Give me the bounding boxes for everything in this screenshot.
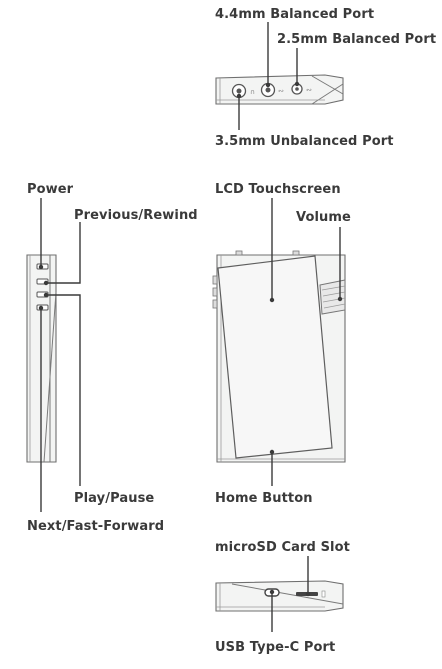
label-microsd-card-slot: microSD Card Slot — [215, 540, 350, 555]
side-leader-lines — [38, 198, 81, 512]
label-previous-rewind: Previous/Rewind — [74, 208, 198, 223]
svg-text:∩: ∩ — [250, 88, 255, 96]
svg-text:∾: ∾ — [306, 86, 312, 94]
label-2-5mm-balanced-port: 2.5mm Balanced Port — [277, 32, 436, 47]
front-leader-lines — [269, 198, 343, 486]
player-front-view-icon — [212, 250, 346, 463]
label-home-button: Home Button — [215, 491, 313, 506]
top-leader-lines — [236, 22, 300, 130]
bottom-leader-lines — [269, 556, 311, 632]
label-4-4mm-balanced-port: 4.4mm Balanced Port — [215, 7, 374, 22]
label-usb-type-c-port: USB Type-C Port — [215, 640, 335, 655]
svg-text:∾: ∾ — [278, 87, 284, 95]
label-play-pause: Play/Pause — [74, 491, 154, 506]
label-lcd-touchscreen: LCD Touchscreen — [215, 182, 341, 197]
label-next-fast-forward: Next/Fast-Forward — [27, 519, 164, 534]
player-bottom-view-icon — [215, 580, 344, 612]
label-3-5mm-unbalanced-port: 3.5mm Unbalanced Port — [215, 134, 394, 149]
label-power: Power — [27, 182, 74, 197]
label-volume: Volume — [296, 210, 351, 225]
player-top-view-icon: ∩ ∾ ∾ — [215, 74, 344, 105]
